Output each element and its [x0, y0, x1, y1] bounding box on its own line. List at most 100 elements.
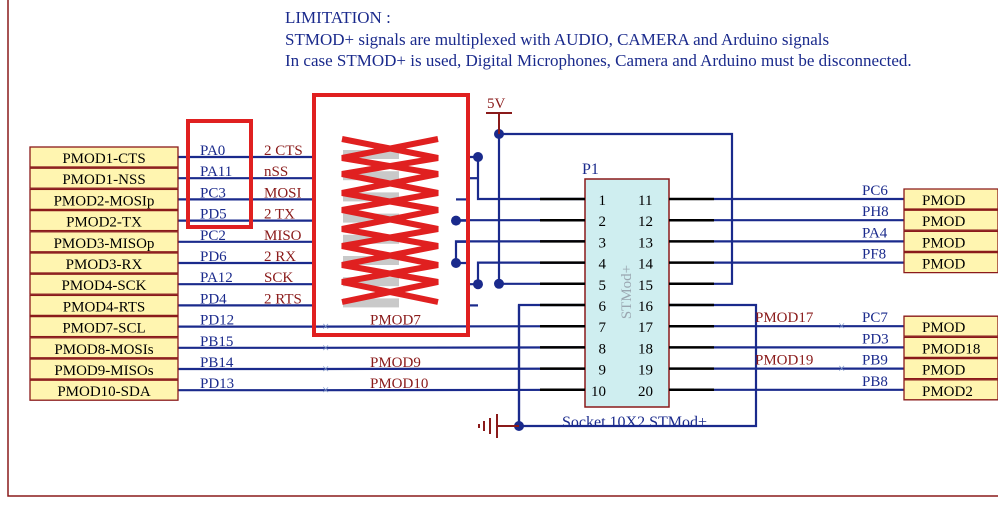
wire-route — [454, 240, 585, 265]
port-label: PMOD9-MISOs — [54, 363, 153, 379]
connector-pin-number: 2 — [599, 214, 607, 230]
connector-designator: P1 — [582, 161, 599, 178]
right-port-label: PMOD2 — [922, 384, 973, 400]
net-label: 2 RTS — [264, 291, 302, 307]
pin-name: PB14 — [200, 355, 234, 371]
right-port-label: PMOD — [922, 257, 966, 273]
connector-pin-number: 18 — [638, 341, 653, 357]
pin-name: PA12 — [200, 270, 233, 286]
sheet-border — [7, 0, 998, 497]
right-pin-name: PH8 — [862, 204, 889, 220]
note-line-1: STMOD+ signals are multiplexed with AUDI… — [285, 30, 829, 49]
connector-body-text: STMod+ — [619, 265, 635, 319]
junction-dot — [494, 278, 504, 289]
no-connect-mark: × — [838, 318, 845, 333]
junction-dot — [451, 258, 461, 268]
net-label: SCK — [264, 270, 293, 286]
jumper-pad — [343, 171, 399, 181]
right-port-flag — [903, 209, 998, 231]
right-port-flag — [903, 336, 998, 359]
note-line-2: In case STMOD+ is used, Digital Micropho… — [285, 51, 912, 70]
connector-pin-number: 3 — [599, 235, 607, 251]
junction-dot — [473, 279, 483, 290]
right-pin-name: PF8 — [862, 247, 886, 263]
pin-name: PD6 — [200, 249, 227, 265]
right-port-flag — [903, 357, 998, 380]
right-port-label: PMOD18 — [922, 341, 980, 357]
connector-pin-number: 12 — [638, 214, 653, 230]
port-label: PMOD1-CTS — [62, 151, 145, 167]
no-connect-mark: × — [322, 361, 329, 376]
port-label: PMOD3-MISOp — [54, 236, 155, 252]
right-net-label: PMOD17 — [755, 310, 814, 326]
wire-route — [466, 261, 585, 286]
pin-name: PD4 — [200, 291, 227, 307]
port-flag — [29, 294, 179, 317]
right-pin-name: PC6 — [862, 183, 888, 199]
net-label-pmod: PMOD7 — [370, 313, 421, 329]
right-port-flag — [903, 251, 998, 274]
right-pin-name: PA4 — [862, 225, 888, 241]
no-connect-mark: × — [322, 319, 329, 334]
connector-pin-number: 9 — [599, 363, 607, 379]
note-title: LIMITATION : — [285, 8, 391, 27]
no-connect-mark: × — [322, 382, 329, 397]
port-flag — [29, 273, 179, 295]
right-pin-name: PC7 — [862, 310, 888, 326]
port-label: PMOD10-SDA — [57, 384, 151, 400]
net-label: 2 TX — [264, 207, 295, 223]
port-flag — [29, 358, 179, 380]
right-port-flag — [903, 230, 998, 253]
pin-name: PD12 — [200, 313, 234, 329]
wire-route — [466, 155, 585, 201]
net-label: MOSI — [264, 185, 302, 201]
right-port-label: PMOD — [922, 320, 966, 336]
connector-pin-number: 11 — [638, 193, 652, 209]
port-flag — [29, 167, 179, 189]
right-net-label: PMOD19 — [755, 353, 813, 369]
connector-pin-number: 19 — [638, 363, 653, 379]
connector-pin-number: 13 — [638, 235, 653, 251]
junction-dot — [451, 215, 461, 226]
port-flag — [29, 315, 179, 338]
pin-name: PA0 — [200, 143, 225, 159]
jumper-pad — [343, 298, 399, 308]
port-flag — [29, 337, 179, 359]
pin-name: PA11 — [200, 164, 232, 180]
net-label-pmod: PMOD10 — [370, 376, 428, 392]
port-label: PMOD2-MOSIp — [54, 193, 155, 209]
pin-name: PB15 — [200, 334, 233, 350]
connector-pin-number: 7 — [599, 320, 607, 336]
connector-caption: Socket 10X2 STMod+ — [562, 414, 707, 431]
right-port-label: PMOD — [922, 193, 966, 209]
pin-name: PD13 — [200, 376, 234, 392]
right-pin-name: PD3 — [862, 331, 889, 347]
pin-labels: PA0PA11PC3PD5PC2PD6PA12PD4PD12PB15PB14PD… — [200, 143, 845, 397]
no-connect-mark: × — [322, 340, 329, 355]
port-flag — [29, 209, 179, 232]
port-label: PMOD4-RTS — [63, 299, 145, 315]
wire-power — [497, 134, 585, 285]
port-flag — [29, 231, 179, 253]
right-port-flag — [903, 379, 998, 401]
right-port-label: PMOD — [922, 214, 966, 230]
connector-pin-number: 15 — [638, 278, 653, 294]
connector-body[interactable] — [584, 178, 670, 408]
port-flag — [29, 379, 179, 401]
right-side-nets: PC6PMODPH8PMODPA4PMODPF8PMODPC7PMODPD3PM… — [755, 183, 998, 401]
no-connect-mark: × — [838, 361, 845, 376]
net-label-pmod: PMOD9 — [370, 355, 421, 371]
right-port-flag — [903, 315, 998, 337]
right-pin-name: PB9 — [862, 353, 888, 369]
port-flag — [29, 252, 179, 274]
pin-name: PD5 — [200, 207, 227, 223]
net-label: 2 CTS — [264, 143, 303, 159]
crossed-out-box — [312, 93, 470, 337]
right-port-label: PMOD — [922, 363, 966, 379]
net-label: nSS — [264, 164, 288, 180]
connector-pin-number: 6 — [599, 299, 607, 315]
port-label: PMOD8-MOSIs — [54, 342, 153, 358]
wire-ground — [517, 303, 758, 428]
